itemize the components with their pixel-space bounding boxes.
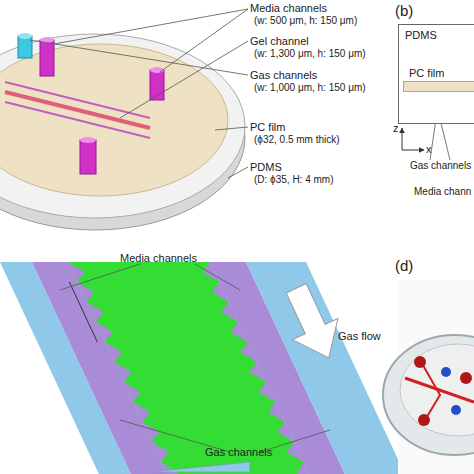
port-dot <box>441 367 451 377</box>
part-label: Gas channels <box>205 446 272 458</box>
port-dot <box>460 372 472 384</box>
pdms-top <box>0 34 245 218</box>
part-label: (w: 500 μm, h: 150 μm) <box>254 15 357 26</box>
dimension-line <box>69 282 97 342</box>
part-label: Media chann <box>414 186 471 197</box>
leader-lines <box>30 9 248 178</box>
part-label: PDMS <box>250 161 282 173</box>
part-label: (D: ϕ35, H: 4 mm) <box>254 174 334 185</box>
leader-line <box>120 41 248 118</box>
device-photo <box>383 280 474 474</box>
part-label: (b) <box>395 3 413 20</box>
media-port-top <box>80 137 96 143</box>
media-port <box>80 140 96 174</box>
leader-lines <box>60 264 330 452</box>
media-port-top <box>150 67 164 73</box>
channel-closeup <box>0 262 405 474</box>
media-channel-line <box>5 102 150 138</box>
pdms-disk <box>400 344 474 436</box>
pdms-section-box: PDMS PC film <box>398 24 474 124</box>
gas-port <box>18 36 32 58</box>
red-channel <box>420 360 440 420</box>
leader-line <box>215 127 248 130</box>
post-array <box>68 262 179 474</box>
pc-film-disk <box>0 44 228 196</box>
x-axis <box>402 150 424 151</box>
port-dot <box>418 414 430 426</box>
leader-line <box>60 264 140 290</box>
part-label: (ϕ32, 0.5 mm thick) <box>254 134 340 145</box>
pc-film-bar <box>403 81 474 92</box>
port-dot <box>414 356 426 368</box>
node-label: PC film <box>409 67 474 79</box>
pc-film-layer: PC film <box>403 63 474 93</box>
z-axis <box>402 128 403 150</box>
part-label: PC film <box>250 121 285 133</box>
part-label: x <box>426 143 432 155</box>
leader-line <box>195 264 240 290</box>
port-dot <box>451 405 461 415</box>
gel-channel-line <box>5 92 150 128</box>
leader-line <box>30 40 248 75</box>
height-wedge <box>150 462 250 472</box>
leader-line <box>160 9 248 72</box>
device-3d <box>0 9 248 230</box>
gas-port-top <box>18 33 32 39</box>
part-label: Gas flow <box>338 330 381 342</box>
leader-line <box>440 119 450 160</box>
gas-flow-arrow <box>274 278 352 369</box>
part-label: Media channels <box>120 252 197 264</box>
part-label: Gas channels <box>250 69 317 81</box>
part-label: Media channels <box>250 2 327 14</box>
leader-line <box>54 9 248 44</box>
gas-channel-strip <box>246 262 405 474</box>
part-label: Gel channel <box>250 35 309 47</box>
node-label: PDMS <box>405 29 474 41</box>
part-label: (w: 1,000 μm, h: 150 μm) <box>254 82 366 93</box>
part-label: (d) <box>395 258 413 275</box>
part-label: z <box>393 122 399 134</box>
petri-dish <box>383 335 474 455</box>
leader-line <box>228 167 248 178</box>
media-port <box>40 40 54 76</box>
part-label: (w: 1,300 μm, h: 150 μm) <box>254 48 366 59</box>
part-label: Gas channels <box>410 160 471 171</box>
